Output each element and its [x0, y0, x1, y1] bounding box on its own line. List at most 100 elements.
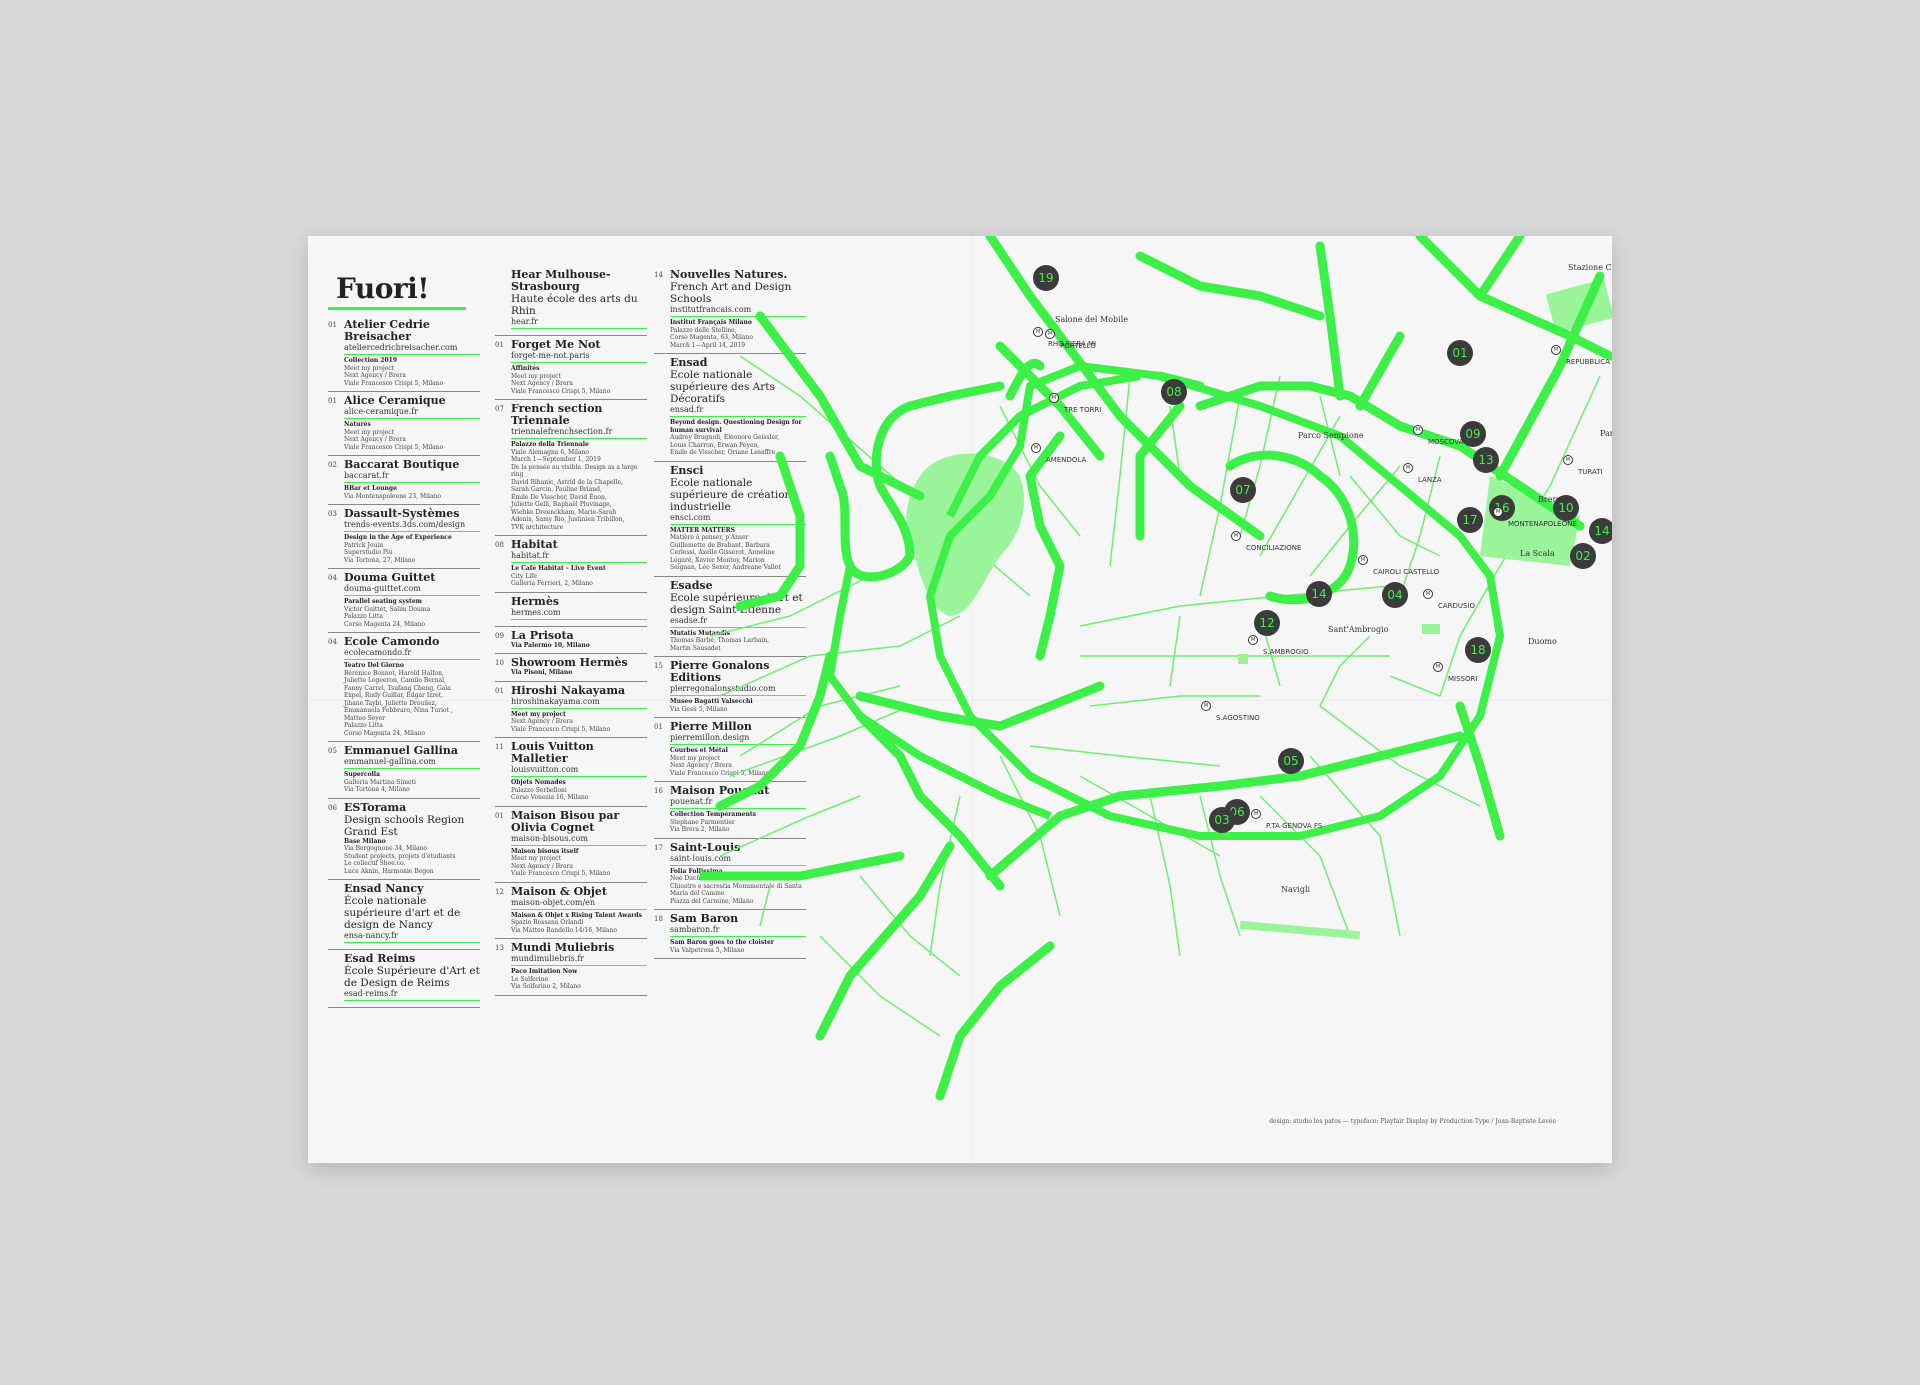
entry-detail: Folia Follissima	[670, 867, 723, 875]
map-marker[interactable]: 01	[1447, 340, 1473, 366]
entry-url[interactable]: douma-guittet.com	[344, 584, 480, 596]
entry-number: 15	[654, 662, 663, 670]
entry-number: 06	[328, 803, 337, 812]
entry-url[interactable]: esad-reims.fr	[344, 989, 480, 1001]
entry-url[interactable]: ensci.com	[670, 513, 806, 525]
entry-detail: Natures	[344, 421, 371, 428]
map-marker[interactable]: 10	[1553, 495, 1579, 521]
thin-streets	[709, 355, 1601, 1037]
entry-detail: Spazio Rossana Orlandi	[511, 919, 584, 926]
entry-number: 01	[495, 686, 504, 695]
navigli-canal	[1239, 920, 1361, 940]
map-marker[interactable]: 14	[1306, 581, 1332, 607]
entry-url[interactable]: maison-objet.com/en	[511, 898, 647, 910]
entry-url[interactable]: sambaron.fr	[670, 925, 806, 937]
place-label: Parco Sempione	[1298, 431, 1364, 440]
entry-detail: Émile De Visscher, David Énon,	[511, 493, 607, 501]
entry-url[interactable]: hiroshinakayama.com	[511, 697, 647, 709]
place-label: Parco Indro Montanelli	[1600, 429, 1612, 438]
entry-url[interactable]: mundimuliebris.fr	[511, 954, 647, 966]
map-marker[interactable]: 03	[1209, 807, 1235, 833]
marker-number: 14	[1311, 587, 1326, 601]
place-label: Stazione Centrale	[1568, 263, 1612, 272]
entry-url[interactable]: emmanuel-gallina.com	[344, 757, 480, 769]
entry-name: Emmanuel Gallina	[344, 744, 458, 757]
entry-url[interactable]: trends-events.3ds.com/design	[344, 520, 480, 532]
map-marker[interactable]: 05	[1278, 748, 1304, 774]
entry-detail: Chiostro e sacrestia Monumentale di Sant…	[670, 882, 802, 898]
map-marker[interactable]: 17	[1457, 507, 1483, 533]
map-marker[interactable]: 12	[1254, 610, 1280, 636]
entry-detail: Meet my project	[511, 710, 566, 718]
entry-detail: Viale Francesco Crispi 5, Milano	[511, 870, 611, 877]
entry-url[interactable]: alice-ceramique.fr	[344, 407, 480, 419]
entry-detail: Student projects, projets d'étudiants	[344, 852, 456, 860]
entry-detail: Parallel seating system	[344, 598, 422, 605]
entry-url[interactable]: ensa-nancy.fr	[344, 931, 480, 943]
entry-url[interactable]: ecolecamondo.fr	[344, 648, 480, 660]
entry-url[interactable]: ateliercedricbreisacher.com	[344, 343, 480, 355]
map-marker[interactable]: 14	[1589, 518, 1612, 544]
metro-icon: M	[1049, 393, 1059, 403]
entry-url[interactable]: pouenat.fr	[670, 797, 806, 809]
entry-url[interactable]: esadse.fr	[670, 616, 806, 628]
entry-url[interactable]: louisvuitton.com	[511, 765, 647, 777]
entry-detail: Audrey Brugnoli, Eléonore Geissler,	[670, 434, 780, 441]
map-marker[interactable]: 08	[1161, 379, 1187, 405]
entry-url[interactable]: saint-louis.com	[670, 854, 806, 866]
entry-url[interactable]: baccarat.fr	[344, 471, 480, 483]
metro-icon: M	[1563, 455, 1573, 465]
entry-detail: Patrick Jouin	[344, 541, 384, 549]
map-marker[interactable]: 09	[1460, 421, 1486, 447]
entry-detail: Maison bisous itself	[511, 847, 579, 855]
entry-name: Louis Vuitton Malletier	[511, 740, 594, 765]
entry-url[interactable]: habitat.fr	[511, 551, 647, 563]
entry-url[interactable]: institutfrancais.com	[670, 305, 806, 317]
entry-detail: Via Valpetrosa 5, Milano	[670, 946, 745, 954]
entry-name: La Prisota	[511, 628, 574, 642]
entry-detail: Bérénice Bonnot, Harold Halfon,	[344, 669, 444, 677]
entry-url[interactable]: pierremillon.design	[670, 733, 806, 745]
map-marker[interactable]: 19	[1033, 265, 1059, 291]
metro-icon: M	[1231, 531, 1241, 541]
metro-icon: M	[1358, 555, 1368, 565]
entry-detail: Next Agency / Brera	[511, 718, 573, 725]
entry-url[interactable]: triennalefrenchsection.fr	[511, 427, 647, 439]
entry-url[interactable]: maison-bisous.com	[511, 834, 647, 846]
station-label: MISSORI	[1448, 675, 1477, 683]
map-marker[interactable]: 16	[1489, 495, 1515, 521]
station-label: P.TA GENOVA FS	[1266, 822, 1323, 830]
map-marker[interactable]: 13	[1473, 447, 1499, 473]
entry-number: 08	[495, 541, 504, 549]
entry-detail: Palazzo Litta	[344, 722, 383, 729]
map-marker[interactable]: 18	[1465, 637, 1491, 663]
metro-icon: M	[1423, 589, 1433, 599]
svg-text:M: M	[1048, 331, 1052, 337]
entry-url[interactable]: hermes.com	[511, 608, 647, 620]
entry-url[interactable]: ensad.fr	[670, 405, 806, 417]
map-marker[interactable]: 02	[1570, 543, 1596, 569]
entry-detail: Palazzo Litta	[344, 613, 383, 620]
entry-url[interactable]: pierregonalonsstudio.com	[670, 684, 806, 696]
entry-detail: Meet my project	[344, 428, 395, 436]
entry-name: Dassault-Systèmes	[344, 507, 460, 520]
entry-url[interactable]: hear.fr	[511, 317, 647, 329]
entry-name: Ensci	[670, 463, 704, 477]
map-marker[interactable]: 07	[1230, 477, 1256, 503]
marker-number: 09	[1465, 427, 1480, 441]
entry-url[interactable]: forget-me-not.paris	[511, 351, 647, 363]
map-marker[interactable]: 04	[1382, 582, 1408, 608]
entry-detail: Viale Francesco Crispi 5, Milano	[344, 379, 444, 387]
marker-number: 01	[1452, 346, 1467, 360]
entry-detail: Martin Sausadet	[670, 644, 721, 652]
entry-detail: Base Milano	[344, 837, 386, 845]
metro-icon: M	[1433, 662, 1443, 672]
